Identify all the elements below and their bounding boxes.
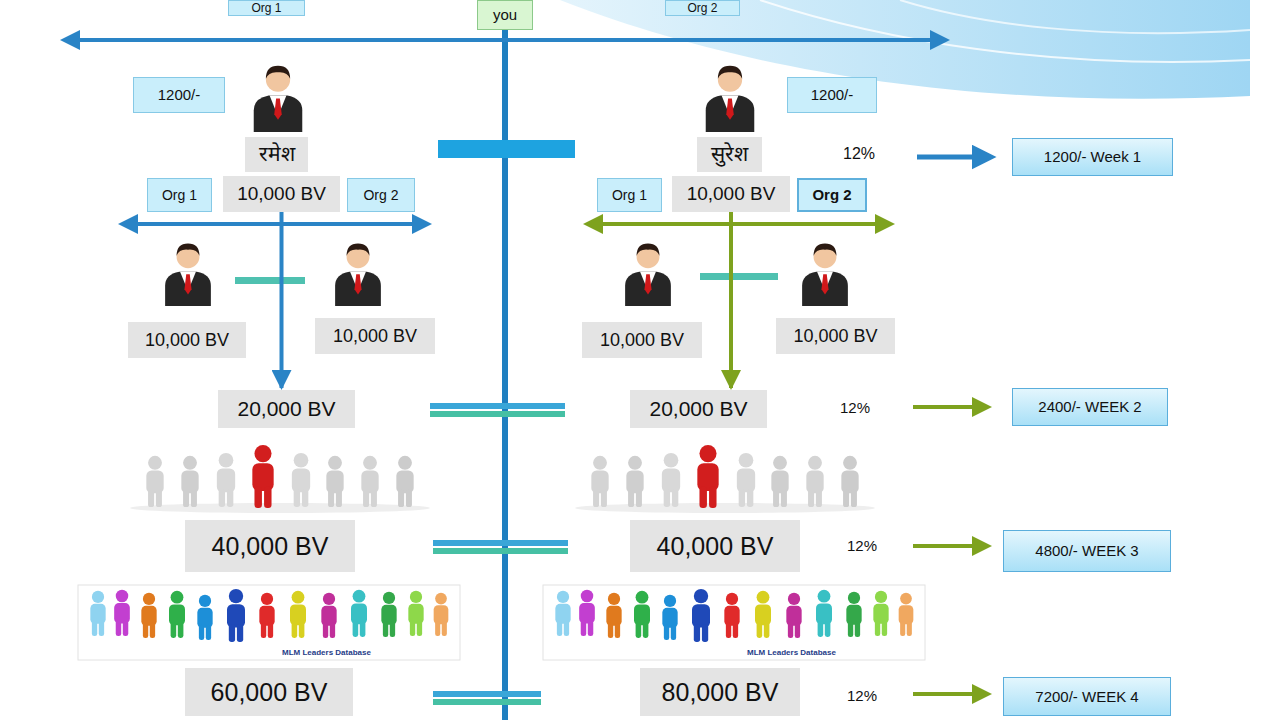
org-box: Org 1	[597, 178, 662, 212]
node-text: 20,000 BV	[237, 397, 335, 421]
watermark-label: MLM Leaders Database	[747, 648, 836, 657]
bv-box: 40,000 BV	[185, 520, 355, 572]
bv-box: 10,000 BV	[582, 322, 702, 358]
node-text: 10,000 BV	[145, 330, 229, 351]
bv-box: 40,000 BV	[630, 520, 800, 572]
node-text: you	[493, 6, 517, 23]
node-text: Org 1	[162, 187, 197, 203]
label-text: 12%	[840, 399, 870, 416]
wave-line	[760, 0, 1250, 62]
connector-arrow	[280, 212, 284, 388]
person-icon	[165, 66, 848, 306]
org-double-arrow	[593, 222, 885, 226]
background-wave	[560, 0, 1250, 99]
node-text: 4800/- WEEK 3	[1035, 542, 1138, 559]
center-bar	[438, 140, 575, 158]
week-box: 4800/- WEEK 3	[1003, 530, 1171, 572]
bv-box: 20,000 BV	[630, 390, 767, 428]
bv-box: 10,000 BV	[776, 318, 895, 354]
node-text: सुरेश	[711, 142, 748, 166]
bv-box: 10,000 BV	[315, 318, 435, 354]
percent-label: 12%	[840, 399, 870, 416]
node-text: Org 2	[687, 1, 717, 15]
bv-box: 10,000 BV	[223, 176, 340, 212]
top-double-arrow	[70, 38, 940, 42]
node-text: रमेश	[259, 142, 295, 166]
watermark-label: MLM Leaders Database	[282, 648, 371, 657]
amount-box: 1200/-	[787, 77, 877, 113]
node-text: 40,000 BV	[657, 532, 774, 561]
week-box: 2400/- WEEK 2	[1012, 388, 1168, 426]
amount-box: 1200/-	[133, 77, 225, 113]
node-text: 10,000 BV	[793, 326, 877, 347]
node-text: 10,000 BV	[600, 330, 684, 351]
label-text: 12%	[847, 687, 877, 704]
org-double-arrow	[128, 222, 422, 226]
label-text: 12%	[843, 145, 875, 162]
connector-arrow	[729, 212, 733, 388]
wave-line	[900, 0, 1250, 33]
label-text: MLM Leaders Database	[282, 648, 371, 657]
node-text: 20,000 BV	[649, 397, 747, 421]
label-text: 12%	[847, 537, 877, 554]
percent-label: 12%	[847, 537, 877, 554]
org-box: Org 1	[228, 0, 305, 16]
node-text: 40,000 BV	[212, 532, 329, 561]
crowd-picture	[78, 585, 925, 660]
bv-box: 60,000 BV	[185, 668, 353, 716]
name-box: रमेश	[245, 137, 308, 172]
org-box: Org 2	[797, 178, 867, 212]
node-text: 7200/- WEEK 4	[1035, 688, 1138, 705]
bv-box: 20,000 BV	[218, 390, 355, 428]
team-group	[130, 445, 875, 513]
node-text: 10,000 BV	[687, 183, 776, 205]
node-text: Org 2	[363, 187, 398, 203]
bv-box: 80,000 BV	[640, 668, 800, 716]
node-text: Org 2	[812, 186, 851, 203]
org-box: Org 1	[147, 178, 212, 212]
small-bar	[700, 273, 778, 280]
node-text: Org 1	[251, 1, 281, 15]
node-text: 80,000 BV	[662, 678, 779, 707]
you-box: you	[477, 0, 533, 30]
bv-box: 10,000 BV	[672, 176, 790, 212]
label-text: MLM Leaders Database	[747, 648, 836, 657]
name-box: सुरेश	[697, 137, 762, 172]
node-text: 10,000 BV	[333, 326, 417, 347]
node-text: Org 1	[612, 187, 647, 203]
trunk-line	[502, 30, 508, 720]
percent-label: 12%	[843, 145, 875, 163]
node-text: 1200/-	[811, 86, 854, 103]
org-box: Org 2	[347, 178, 415, 212]
small-bar	[235, 277, 305, 284]
week-box: 7200/- WEEK 4	[1003, 677, 1171, 716]
org-box: Org 2	[665, 0, 740, 16]
node-text: 1200/-	[158, 86, 201, 103]
week-box: 1200/- Week 1	[1012, 138, 1173, 176]
node-text: 2400/- WEEK 2	[1038, 398, 1141, 415]
node-text: 60,000 BV	[211, 678, 328, 707]
node-text: 10,000 BV	[237, 183, 326, 205]
node-text: 1200/- Week 1	[1044, 148, 1141, 165]
bv-box: 10,000 BV	[128, 322, 246, 358]
percent-label: 12%	[847, 687, 877, 704]
